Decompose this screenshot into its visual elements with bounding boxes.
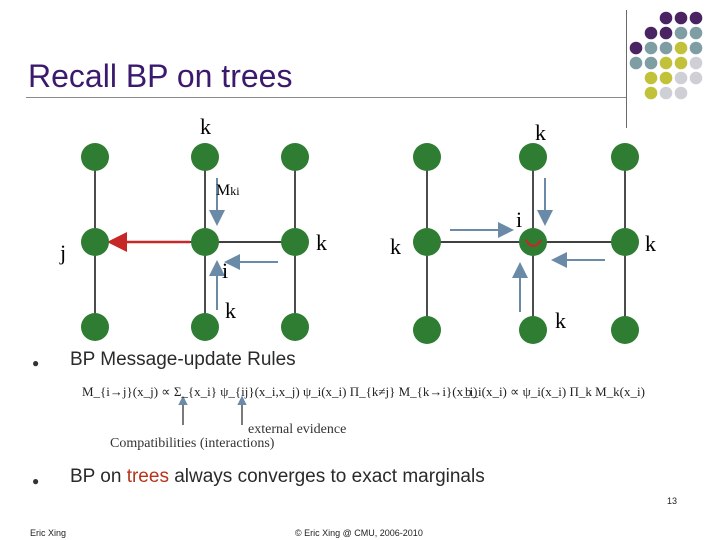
equation-message-update: M_{i→j}(x_j) ∝ Σ_{x_i} ψ_{ij}(x_i,x_j) ψ… bbox=[82, 384, 478, 400]
graph-node-i bbox=[191, 228, 219, 256]
graph-node bbox=[281, 143, 309, 171]
label-i: i bbox=[222, 258, 228, 284]
graph-node bbox=[413, 228, 441, 256]
bullet-text-highlight: trees bbox=[127, 466, 169, 487]
label-k-bottom-right: k bbox=[555, 308, 566, 334]
label-k-left-right: k bbox=[390, 234, 401, 260]
footer-author: Eric Xing bbox=[30, 528, 66, 538]
graph-node bbox=[611, 228, 639, 256]
label-k-right-right: k bbox=[645, 231, 656, 257]
label-j: j bbox=[60, 240, 66, 266]
graph-node bbox=[519, 316, 547, 344]
footer-copyright: © Eric Xing @ CMU, 2006-2010 bbox=[295, 528, 423, 538]
label-mki-sub: ki bbox=[230, 184, 239, 198]
graph-node bbox=[191, 313, 219, 341]
bullet-converges: BP on trees always converges to exact ma… bbox=[70, 466, 485, 488]
graph-node-i bbox=[519, 228, 547, 256]
graph-node bbox=[519, 143, 547, 171]
graph-node bbox=[191, 143, 219, 171]
bullet-message-update: BP Message-update Rules bbox=[70, 349, 296, 371]
label-mki: Mki bbox=[216, 182, 240, 200]
label-k-top-right: k bbox=[535, 120, 546, 146]
graph-node bbox=[611, 316, 639, 344]
graph-node bbox=[413, 143, 441, 171]
graph-node bbox=[413, 316, 441, 344]
label-k-top: k bbox=[200, 114, 211, 140]
label-k-bottom: k bbox=[225, 298, 236, 324]
right-graph-nodes bbox=[413, 143, 639, 344]
equation-belief: b_i(x_i) ∝ ψ_i(x_i) Π_k M_k(x_i) bbox=[465, 384, 645, 400]
bullet-icon: ● bbox=[32, 356, 39, 370]
annotation-compatibilities: Compatibilities (interactions) bbox=[110, 436, 274, 452]
bullet-text-after: always converges to exact marginals bbox=[169, 466, 485, 487]
label-i-right: i bbox=[516, 207, 522, 233]
bullet-text-before: BP on bbox=[70, 466, 127, 487]
graph-node bbox=[281, 313, 309, 341]
page-number: 13 bbox=[667, 496, 677, 506]
graph-node bbox=[81, 313, 109, 341]
graph-node bbox=[611, 143, 639, 171]
label-mki-m: M bbox=[216, 182, 230, 199]
graph-node bbox=[81, 143, 109, 171]
bullet-icon: ● bbox=[32, 474, 39, 488]
label-k-right: k bbox=[316, 230, 327, 256]
graph-node-j bbox=[81, 228, 109, 256]
graph-node bbox=[281, 228, 309, 256]
